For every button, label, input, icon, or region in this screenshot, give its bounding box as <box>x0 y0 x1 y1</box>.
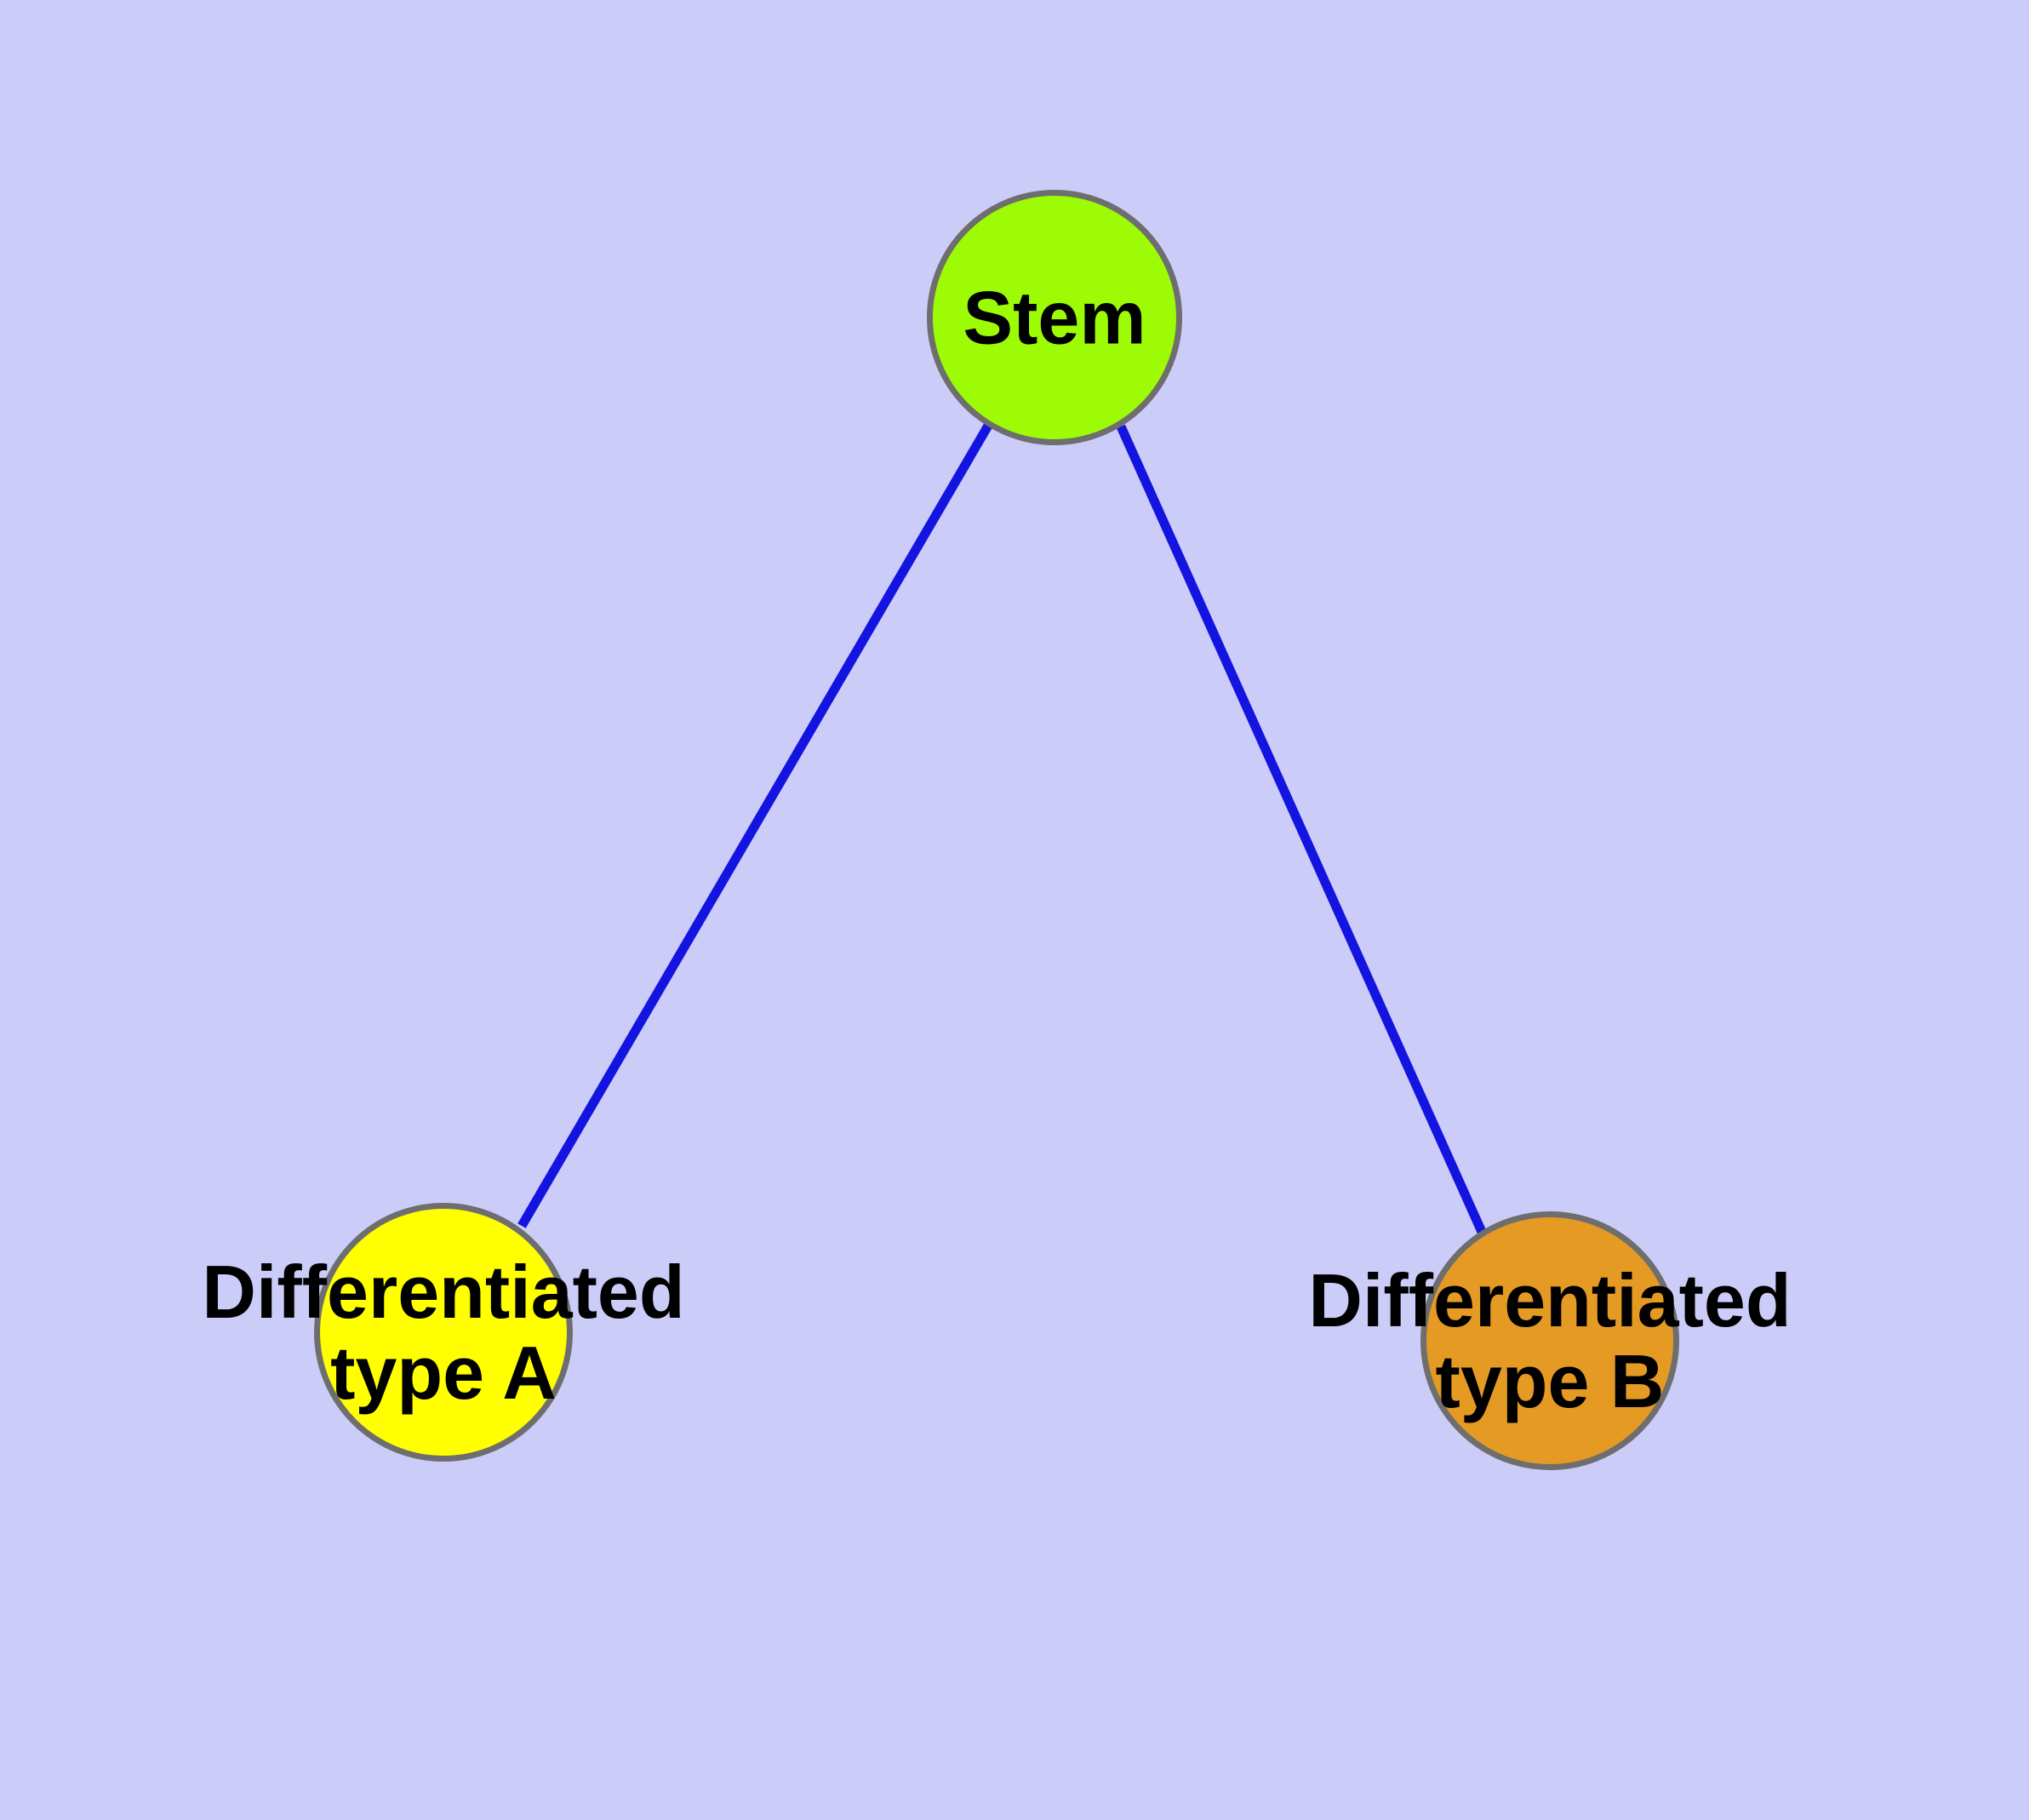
node-circle-diff_b[interactable] <box>1420 1211 1679 1470</box>
edge-stem-to-diff-a[interactable] <box>517 423 992 1228</box>
node-circle-diff_a[interactable] <box>314 1203 573 1462</box>
node-circle-stem[interactable] <box>927 190 1182 445</box>
edge-stem-to-diff-b[interactable] <box>1116 424 1487 1234</box>
edge-layer <box>517 423 1487 1234</box>
node-layer <box>314 190 1679 1470</box>
